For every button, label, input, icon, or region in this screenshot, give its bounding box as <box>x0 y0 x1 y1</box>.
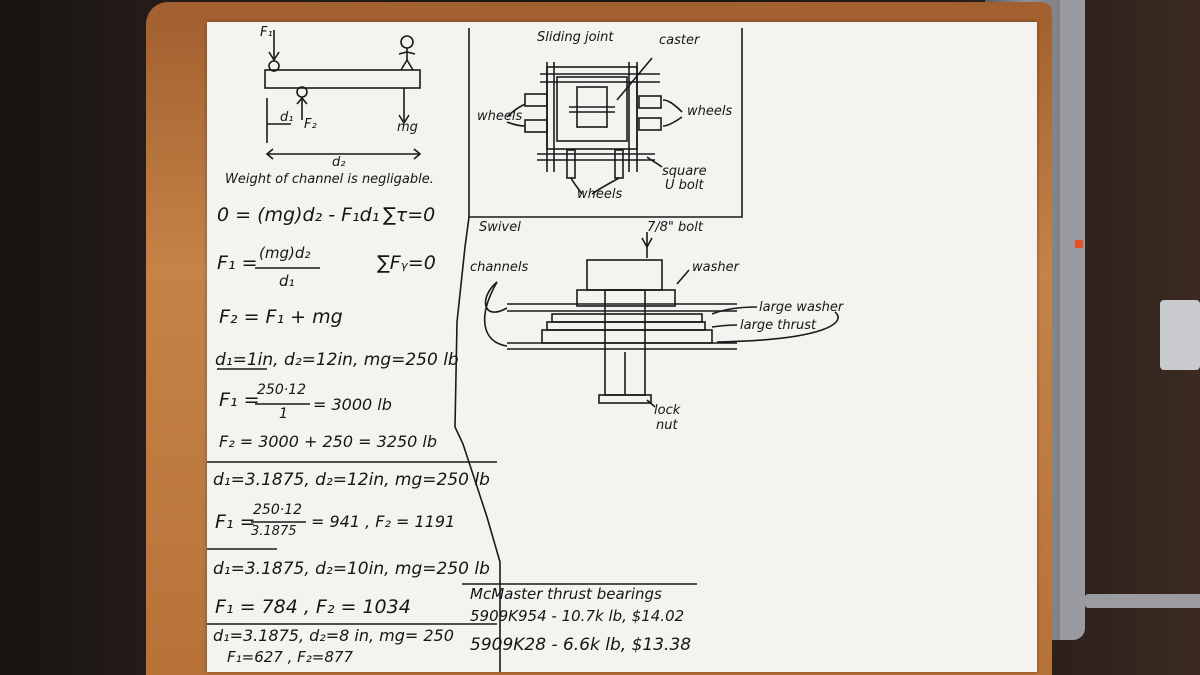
beam-mg-label: mg <box>397 120 418 135</box>
sliding-joint-title: Sliding joint <box>537 30 614 45</box>
large-washer-label: large washer <box>759 300 844 315</box>
f1-denominator: d₁ <box>279 272 295 290</box>
beam-f1-label: F₁ <box>260 25 273 40</box>
case1-f1-denominator: 1 <box>279 406 288 422</box>
bearings-title: McMaster thrust bearings <box>470 585 662 603</box>
lock-nut <box>598 394 652 404</box>
case4-params: d₁=3.1875, d₂=8 in, mg= 250 <box>213 626 454 645</box>
beam-diagram <box>264 30 422 160</box>
case2-f1-denominator: 3.1875 <box>251 524 297 539</box>
sliding-joint-diagram <box>506 57 683 195</box>
f2-equation: F₂ = F₁ + mg <box>219 306 343 328</box>
nut-label: nut <box>656 418 678 433</box>
case2-f1-numerator: 250·12 <box>253 502 302 518</box>
bolt-head <box>586 259 663 291</box>
beam-d2-label: d₂ <box>332 155 346 170</box>
beam-f2-label: F₂ <box>304 117 317 132</box>
wall-plug <box>1160 300 1200 370</box>
beam-d1-label: d₁ <box>280 110 294 125</box>
case2-fraction-bar <box>251 521 306 523</box>
section-dividers <box>207 28 743 672</box>
case2-f1-result: = 941 , F₂ = 1191 <box>311 512 456 531</box>
case1-f1-numerator: 250·12 <box>257 382 306 398</box>
case3-params: d₁=3.1875, d₂=10in, mg=250 lb <box>213 559 490 579</box>
caster-label: caster <box>659 33 700 48</box>
channel-plate <box>541 329 713 344</box>
wheels-bottom-label: wheels <box>577 187 623 202</box>
bearing-line-1: 5909K954 - 10.7k lb, $14.02 <box>470 607 685 625</box>
case2-params: d₁=3.1875, d₂=12in, mg=250 lb <box>213 470 490 490</box>
right-wheel-bottom <box>638 117 662 131</box>
large-thrust-bearing <box>546 321 706 331</box>
case4-results: F₁=627 , F₂=877 <box>227 648 353 666</box>
large-thrust-label: large thrust <box>740 318 817 333</box>
right-wheel-top <box>638 95 662 109</box>
swivel-title: Swivel <box>479 220 521 235</box>
case2-f1-lhs: F₁ = <box>215 511 256 533</box>
torque-sum: ∑τ=0 <box>383 204 436 226</box>
case1-f2: F₂ = 3000 + 250 = 3250 lb <box>219 432 438 451</box>
bearing-line-2: 5909K28 - 6.6k lb, $13.38 <box>470 635 692 655</box>
laptop-edge <box>1060 0 1085 640</box>
paper-sheet: F₁ F₂ d₁ mg d₂ Weight of channel is negl… <box>207 22 1037 672</box>
f1-fraction-bar <box>255 267 320 269</box>
channels-label: channels <box>470 260 529 275</box>
wheels-right-label: wheels <box>687 104 733 119</box>
f1-lhs: F₁ = <box>217 252 258 274</box>
fy-sum: ∑Fᵧ=0 <box>377 252 436 274</box>
square-label: square <box>662 164 707 179</box>
ubolt-label: U bolt <box>665 178 704 193</box>
large-washer <box>551 313 703 323</box>
wheels-left-label: wheels <box>477 109 523 124</box>
charging-cable <box>1085 594 1200 608</box>
case1-f1-result: = 3000 lb <box>313 395 392 414</box>
indicator-light <box>1075 240 1083 248</box>
case1-fraction-bar <box>255 403 310 405</box>
lock-label: lock <box>654 403 681 418</box>
swivel-diagram <box>483 232 839 408</box>
case3-results: F₁ = 784 , F₂ = 1034 <box>215 596 411 618</box>
left-wheel-top <box>524 93 548 107</box>
washer-label: washer <box>692 260 739 275</box>
beam-note: Weight of channel is negligable. <box>225 172 434 187</box>
beam-channel <box>264 69 421 89</box>
bolt-label: 7/8" bolt <box>647 220 703 235</box>
torque-equation: 0 = (mg)d₂ - F₁d₁ <box>217 204 380 226</box>
case1-f1-lhs: F₁ = <box>219 389 260 411</box>
case1-params: d₁=1in, d₂=12in, mg=250 lb <box>215 350 459 370</box>
f1-numerator: (mg)d₂ <box>259 244 311 262</box>
